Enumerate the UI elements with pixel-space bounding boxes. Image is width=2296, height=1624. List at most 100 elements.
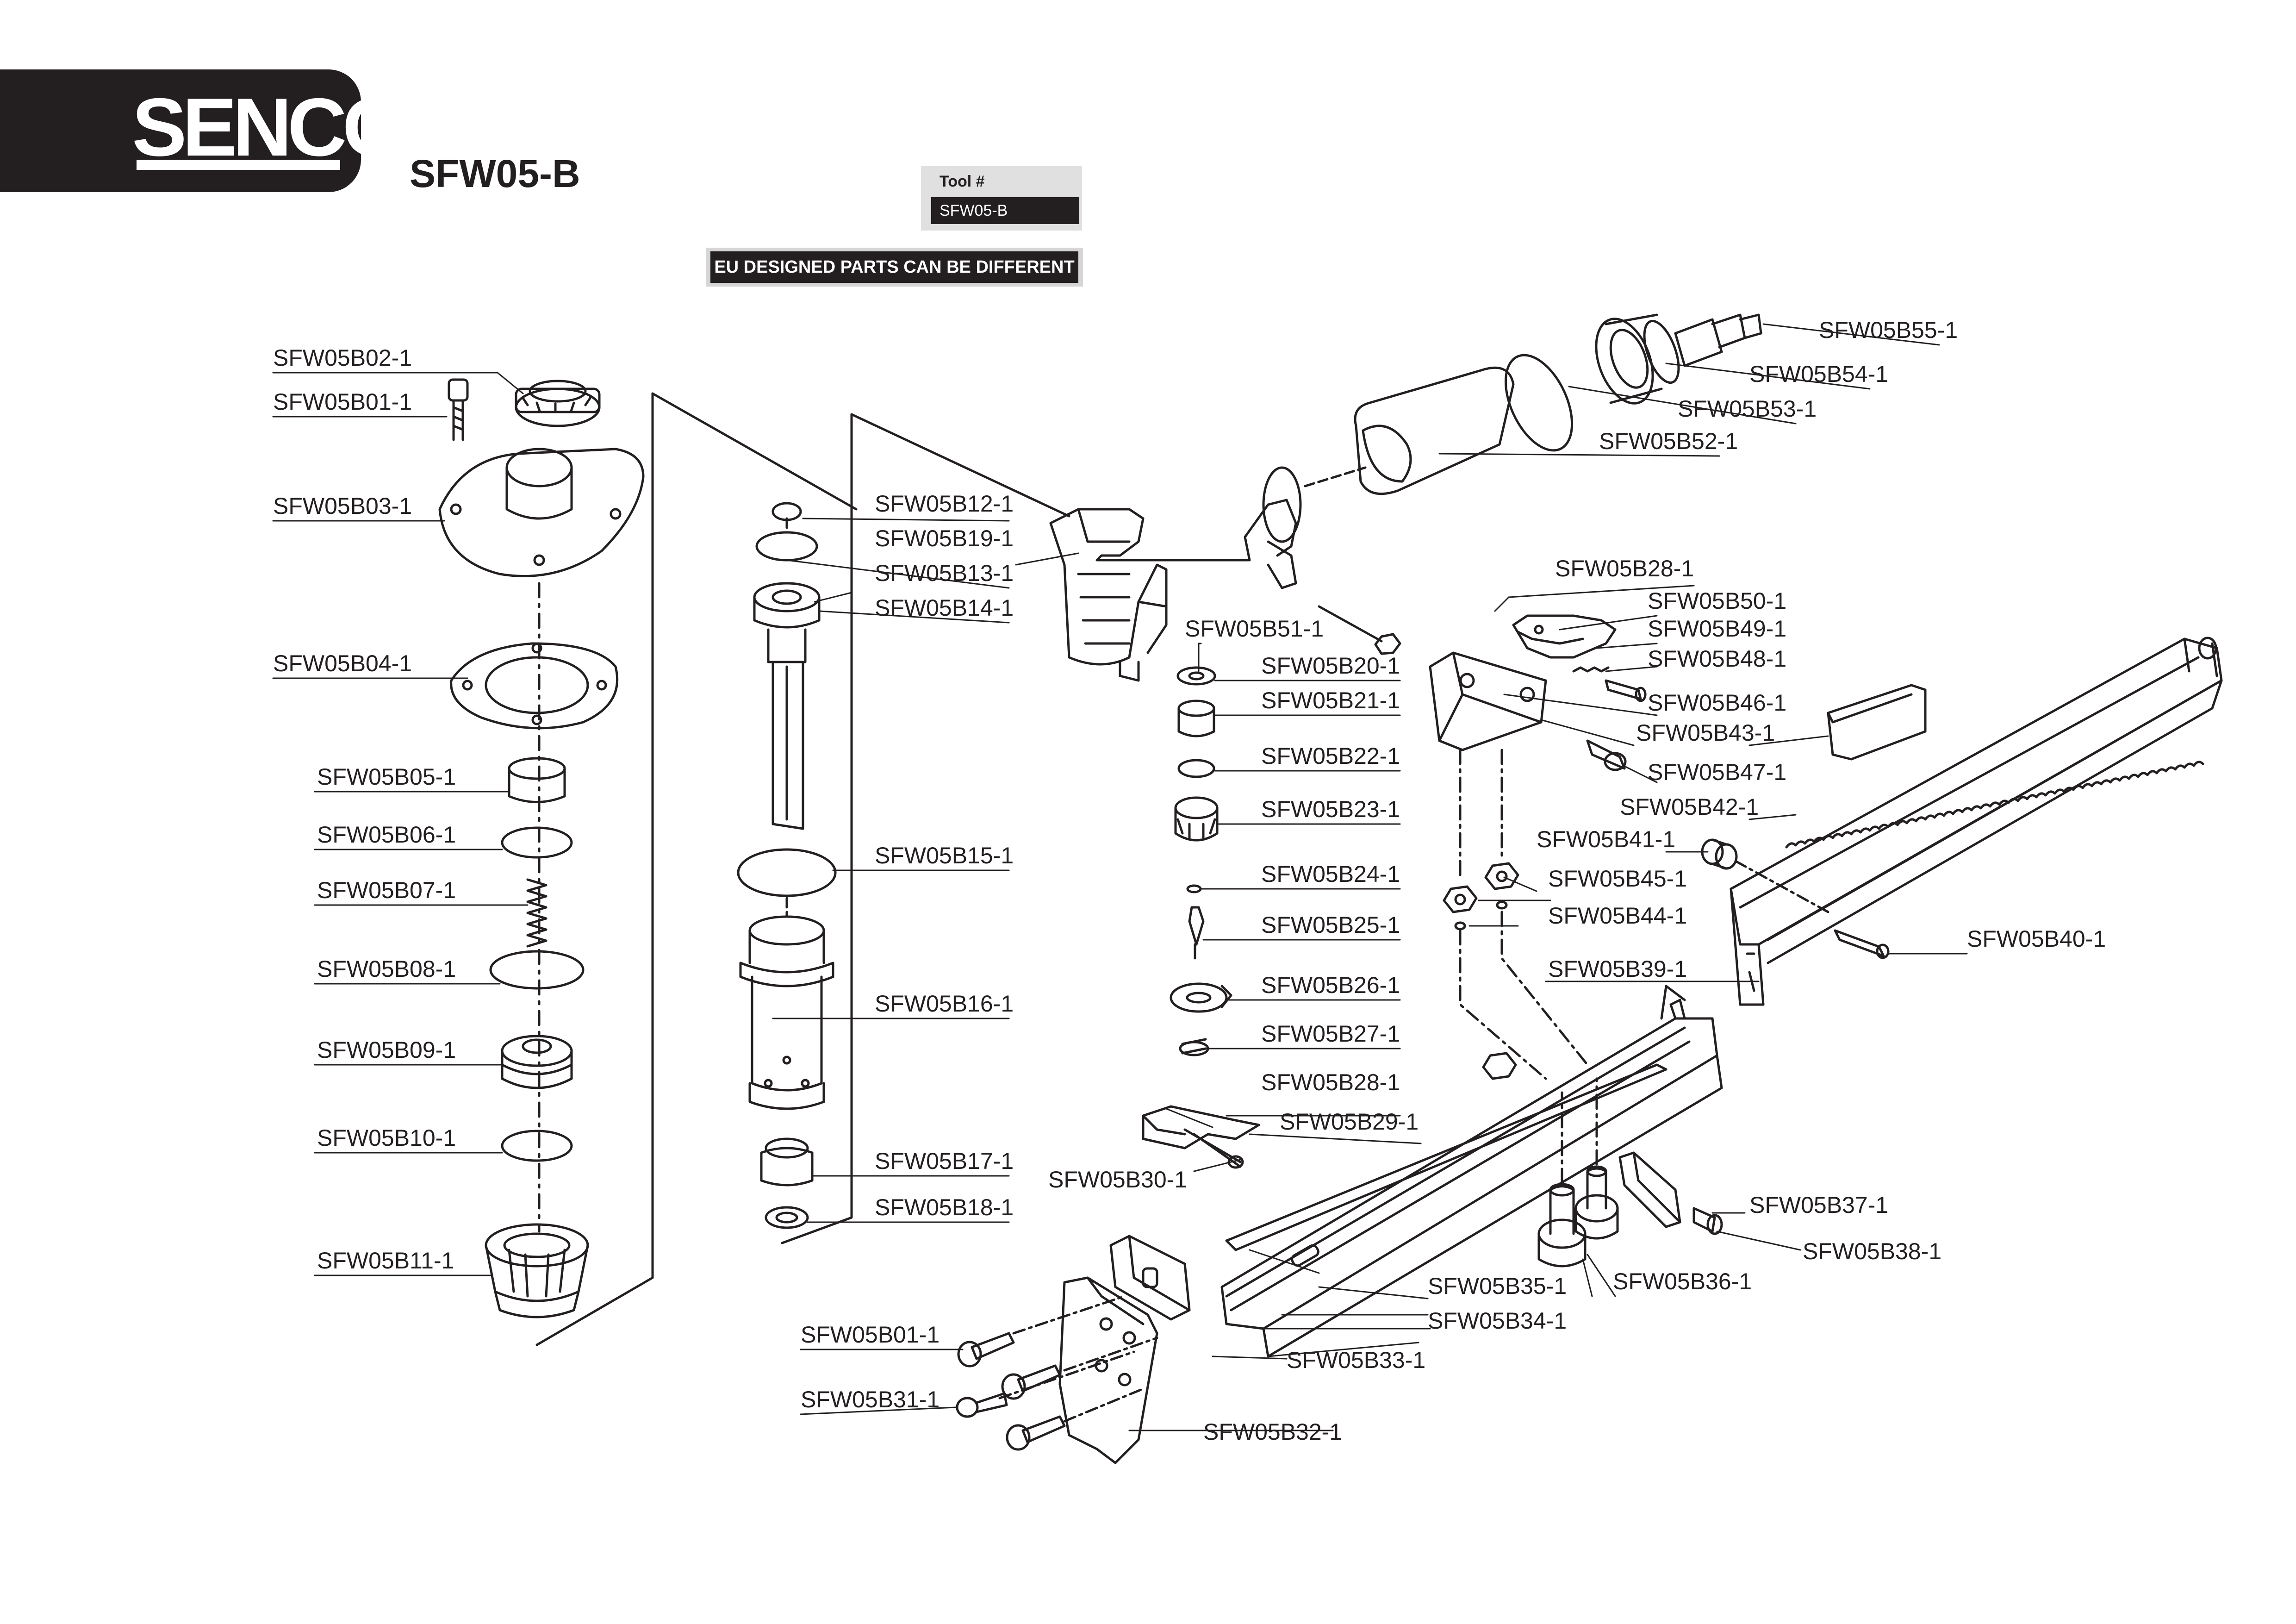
part-label: SFW05B10-1: [317, 1125, 456, 1151]
eu-note: EU DESIGNED PARTS CAN BE DIFFERENT: [710, 251, 1078, 283]
foot-part: [1537, 1183, 1587, 1268]
spring-part: [1572, 666, 1610, 673]
part-label: SFW05B38-1: [1803, 1238, 1941, 1264]
pin-part: [1834, 929, 1890, 959]
pin-part: [1605, 679, 1647, 702]
o-ring-part: [489, 950, 585, 990]
part-label: SFW05B14-1: [875, 595, 1014, 621]
part-label: SFW05B34-1: [1428, 1308, 1567, 1334]
roller-part: [1701, 838, 1738, 870]
bumper-part: [485, 1223, 589, 1318]
nut-part: [1374, 633, 1401, 655]
part-label: SFW05B06-1: [317, 822, 456, 848]
nose-block-part: [1109, 1235, 1191, 1321]
part-label: SFW05B54-1: [1749, 361, 1888, 387]
logo-panel: [0, 69, 361, 192]
air-fitting-part: [1674, 313, 1762, 367]
part-label: SFW05B08-1: [317, 956, 456, 982]
magazine-spring-part: [1785, 761, 2204, 849]
end-cap-part: [1595, 313, 1680, 405]
part-label: SFW05B13-1: [875, 560, 1014, 586]
part-label: SFW05B43-1: [1636, 720, 1775, 746]
part-label: SFW05B32-1: [1203, 1419, 1342, 1445]
screw-part: [1692, 1207, 1723, 1235]
part-label: SFW05B23-1: [1261, 796, 1400, 822]
part-label: SFW05B50-1: [1648, 588, 1786, 614]
part-label: SFW05B55-1: [1819, 317, 1958, 343]
trigger-lever-part: [1512, 614, 1617, 659]
part-label: SFW05B36-1: [1613, 1268, 1752, 1294]
trigger-valve-stack: [1170, 666, 1232, 1056]
part-label: SFW05B35-1: [1428, 1273, 1567, 1299]
screw-part: [957, 1332, 1015, 1368]
part-label: SFW05B01-1: [801, 1322, 940, 1348]
part-label: SFW05B31-1: [801, 1387, 940, 1412]
o-ring-part: [501, 826, 573, 859]
part-label: SFW05B22-1: [1261, 743, 1400, 769]
part-label: SFW05B27-1: [1261, 1021, 1400, 1047]
part-label: SFW05B49-1: [1648, 616, 1786, 642]
part-label: SFW05B17-1: [875, 1148, 1014, 1174]
assembly-bracket-middle: [781, 413, 853, 1244]
part-label: SFW05B33-1: [1287, 1347, 1425, 1373]
part-label: SFW05B18-1: [875, 1194, 1014, 1220]
logo-underline: [137, 160, 340, 170]
model-title: SFW05-B: [410, 152, 580, 195]
spring-part: [526, 878, 548, 948]
part-label: SFW05B29-1: [1280, 1109, 1419, 1135]
screw-part: [956, 1392, 1008, 1418]
grip-part: [1354, 366, 1515, 495]
lower-magazine-part: [1220, 985, 1723, 1358]
cylinder-cap-part: [438, 448, 645, 577]
screw-part: [1001, 1364, 1061, 1400]
part-label: SFW05B11-1: [317, 1248, 454, 1274]
part-label: SFW05B46-1: [1648, 690, 1786, 716]
plug-part: [508, 757, 566, 803]
exhaust-end-part: [1262, 466, 1302, 589]
part-label: SFW05B16-1: [875, 991, 1014, 1017]
part-label: SFW05B19-1: [875, 525, 1014, 551]
foot-part: [1574, 1165, 1619, 1240]
nose-plate-part: [1058, 1276, 1158, 1464]
part-label: SFW05B21-1: [1261, 687, 1400, 713]
part-label: SFW05B48-1: [1648, 646, 1786, 672]
part-label: SFW05B01-1: [273, 389, 412, 415]
part-label: SFW05B25-1: [1261, 912, 1400, 938]
tool-number-label: Tool #: [940, 173, 985, 190]
cap-nut-part: [515, 380, 601, 427]
part-label: SFW05B51-1: [1185, 616, 1324, 642]
part-label: SFW05B30-1: [1048, 1167, 1187, 1193]
part-label: SFW05B15-1: [875, 843, 1014, 868]
part-label: SFW05B20-1: [1261, 653, 1400, 679]
part-label: SFW05B39-1: [1548, 956, 1687, 982]
part-label: SFW05B28-1: [1261, 1069, 1400, 1095]
o-ring-part: [755, 531, 818, 562]
part-label: SFW05B24-1: [1261, 861, 1400, 887]
o-ring-part: [1504, 354, 1574, 452]
o-ring-part: [737, 848, 837, 897]
trigger-bracket-part: [1429, 651, 1547, 751]
washer-part: [765, 1206, 809, 1229]
bracket-part: [1618, 1151, 1681, 1228]
magazine-clip-part: [1827, 684, 1927, 761]
part-label: SFW05B12-1: [875, 491, 1014, 517]
nut-part: [1484, 862, 1519, 910]
part-label: SFW05B40-1: [1967, 926, 2106, 952]
piston-driver-part: [753, 582, 821, 830]
part-label: SFW05B28-1: [1555, 556, 1694, 581]
frame-housing-part: [1049, 499, 1297, 682]
nut-part: [1482, 1052, 1517, 1080]
part-label: SFW05B02-1: [273, 345, 412, 371]
part-label: SFW05B42-1: [1620, 794, 1759, 820]
part-label: SFW05B41-1: [1537, 826, 1675, 852]
part-label: SFW05B47-1: [1648, 759, 1786, 785]
assembly-bracket-left: [535, 392, 654, 1346]
pin-part: [1318, 605, 1383, 643]
part-label: SFW05B05-1: [317, 764, 456, 790]
nut-part: [1443, 885, 1478, 931]
part-label: SFW05B45-1: [1548, 866, 1687, 892]
tool-number-value: SFW05-B: [931, 197, 1079, 224]
part-label: SFW05B52-1: [1599, 428, 1738, 454]
part-label: SFW05B44-1: [1548, 903, 1687, 929]
